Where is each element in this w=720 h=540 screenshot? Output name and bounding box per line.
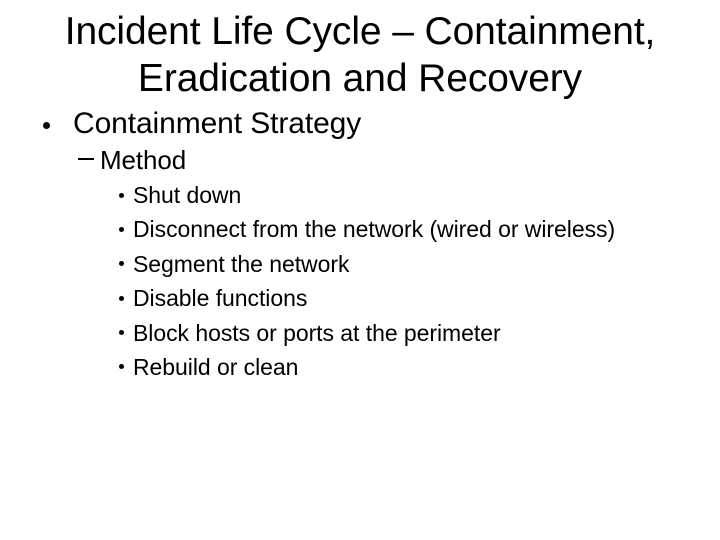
slide-body-outline: Containment Strategy Method Shut down Di… (0, 104, 720, 384)
outline-item-method: Method (0, 143, 720, 178)
round-bullet-icon (43, 122, 50, 129)
outline-item-shut-down: Shut down (0, 178, 720, 212)
slide-title: Incident Life Cycle – Containment, Eradi… (36, 8, 684, 102)
outline-item-disable-functions: Disable functions (0, 281, 720, 315)
outline-item-disconnect-from-network: Disconnect from the network (wired or wi… (0, 212, 720, 246)
outline-item-label: Method (100, 145, 187, 175)
round-bullet-icon (119, 192, 124, 198)
en-dash-bullet-icon (78, 158, 94, 160)
outline-item-label: Rebuild or clean (133, 353, 299, 380)
outline-item-segment-the-network: Segment the network (0, 247, 720, 281)
round-bullet-icon (119, 226, 124, 232)
outline-item-label: Segment the network (133, 250, 350, 277)
slide-title-line-2: Eradication and Recovery (137, 57, 583, 100)
outline-item-label: Containment Strategy (73, 107, 362, 140)
round-bullet-icon (119, 261, 124, 267)
outline-item-rebuild-or-clean: Rebuild or clean (0, 350, 720, 384)
outline-item-label: Block hosts or ports at the perimeter (133, 319, 501, 346)
outline-item-label: Disable functions (133, 285, 308, 312)
outline-item-label: Shut down (133, 182, 242, 208)
slide-title-line-1: Incident Life Cycle – Containment, (64, 10, 656, 53)
outline-item-containment-strategy: Containment Strategy (0, 104, 720, 143)
outline-item-block-hosts-or-ports: Block hosts or ports at the perimeter (0, 316, 720, 350)
round-bullet-icon (119, 330, 124, 336)
outline-item-label: Disconnect from the network (wired or wi… (133, 216, 616, 243)
round-bullet-icon (119, 295, 124, 301)
round-bullet-icon (119, 364, 124, 370)
